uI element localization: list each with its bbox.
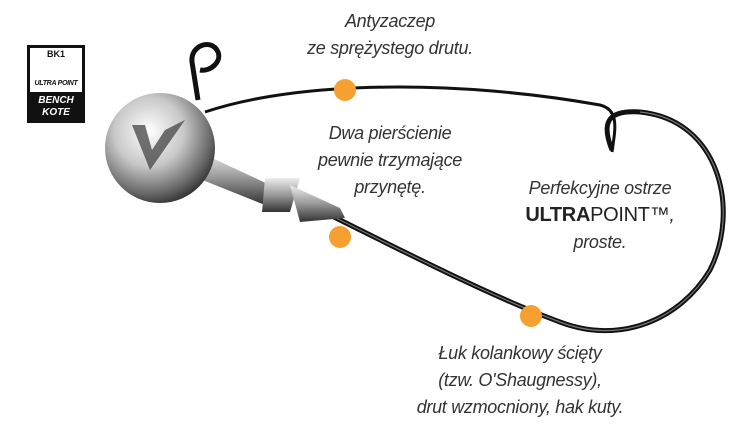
ultra-bold: ULTRA xyxy=(525,204,591,226)
v-logo-mark xyxy=(132,120,185,170)
logo-bench: BENCH xyxy=(38,95,74,106)
callout-line: Dwa pierścienie xyxy=(328,123,452,143)
callout-line: ze sprężystego drutu. xyxy=(307,38,473,58)
callout-dot-weedguard xyxy=(334,79,356,101)
callout-point: Perfekcyjne ostrze ULTRAPOINT™, proste. xyxy=(505,175,695,256)
weedguard-wire xyxy=(204,85,617,153)
callout-line: proste. xyxy=(573,232,627,252)
callout-line: Perfekcyjne ostrze xyxy=(528,178,672,198)
callout-line: (tzw. O'Shaugnessy), xyxy=(438,370,602,390)
callout-line: pewnie trzymające xyxy=(318,150,462,170)
logo-code: BK1 xyxy=(46,49,65,59)
callout-weedguard: Antyzaczep ze sprężystego drutu. xyxy=(290,8,490,62)
hook-eye xyxy=(189,42,222,101)
callout-dot-rings xyxy=(329,226,351,248)
callout-line: Antyzaczep xyxy=(344,11,436,31)
callout-rings: Dwa pierścienie pewnie trzymające przynę… xyxy=(290,120,490,201)
point-tm: POINT™ xyxy=(590,204,670,226)
callout-line: Łuk kolankowy ścięty xyxy=(438,343,602,363)
comma: , xyxy=(669,204,675,226)
callout-line: drut wzmocniony, hak kuty. xyxy=(416,397,624,417)
logo-ultra-point: ULTRA POINT xyxy=(34,80,78,87)
callout-line: przynętę. xyxy=(354,177,426,197)
callout-bend: Łuk kolankowy ścięty (tzw. O'Shaugnessy)… xyxy=(390,340,650,421)
callout-dot-bend xyxy=(520,305,542,327)
logo-kote: KOTE xyxy=(42,107,70,118)
